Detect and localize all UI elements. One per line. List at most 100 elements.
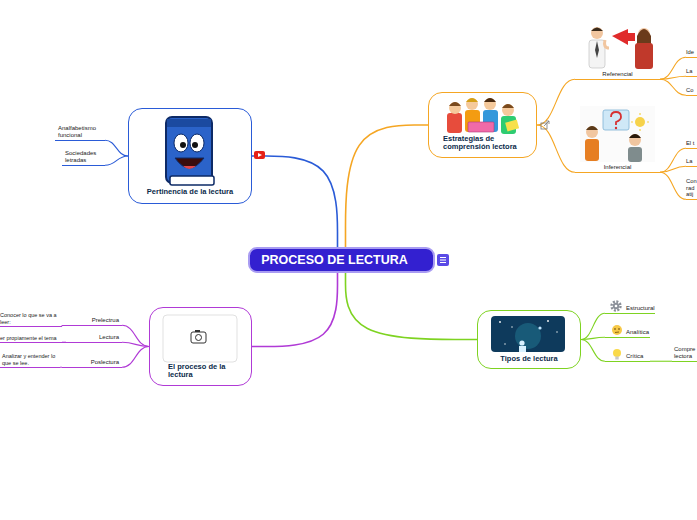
node-text: La <box>686 158 697 165</box>
subtopic: Con rad atij <box>686 172 697 200</box>
link-icon <box>544 121 549 126</box>
node-text: Analizar y entender lo que se lee. <box>2 353 60 366</box>
subtopic: Ide <box>686 48 697 58</box>
inferencial-illustration <box>629 134 641 146</box>
subtopic: La <box>686 157 697 167</box>
referencial-illustration <box>589 40 605 68</box>
video-icon <box>254 151 265 159</box>
branch-connector <box>252 156 338 247</box>
referencial-illustration <box>635 43 653 69</box>
thinking-emoji <box>614 328 616 330</box>
branch-connector <box>346 273 478 340</box>
gear-icon <box>612 302 621 311</box>
detail-topic: Conocer lo que se va a leer: <box>0 309 62 327</box>
node-text: Conocer lo que se va a leer: <box>0 312 62 325</box>
node-text: PROCESO DE LECTURA <box>261 253 408 267</box>
subtopic: Lectura <box>62 332 122 343</box>
branch-connector <box>581 340 605 362</box>
branch-connector <box>122 342 149 346</box>
branch-connector <box>252 273 338 347</box>
node-text: Con rad atij <box>686 178 697 198</box>
node-text: Referencial <box>575 71 660 78</box>
referencial-illustration <box>605 40 610 48</box>
referencial-illustration <box>637 29 651 44</box>
lightbulb-icon <box>613 349 621 360</box>
referencial-illustration <box>591 28 603 32</box>
subtopic: Analítica <box>605 326 650 338</box>
thinking-emoji <box>615 332 619 334</box>
subtopic: La <box>686 67 697 77</box>
branch-connector <box>122 325 149 346</box>
branch-connector <box>346 125 429 247</box>
node-text: Prelectrua <box>62 317 119 324</box>
referencial-illustration <box>627 33 635 41</box>
image-subtopic: Inferencial <box>575 103 660 173</box>
video-icon <box>254 151 265 159</box>
inferencial-illustration <box>580 106 655 162</box>
branch-connector <box>660 172 686 199</box>
branch-connector <box>537 79 575 125</box>
referencial-illustration <box>589 27 653 69</box>
referencial-illustration <box>595 41 599 58</box>
branch-connector <box>650 361 672 362</box>
lightbulb-icon <box>615 357 618 360</box>
branch-connector <box>122 347 149 368</box>
inferencial-illustration <box>615 127 617 129</box>
lightbulb-icon <box>613 349 621 357</box>
node-text: El t <box>686 140 697 147</box>
gear-icon <box>613 303 619 309</box>
node-text: Poslectura <box>62 359 119 366</box>
image-subtopic: Referencial <box>575 22 660 80</box>
node-text: Ide <box>686 49 697 56</box>
branch-connector <box>660 57 686 79</box>
menu-icon <box>437 254 449 266</box>
inferencial-illustration <box>631 113 649 131</box>
node-text: Estrategias de comprensión lectora <box>443 135 532 152</box>
central-topic: PROCESO DE LECTURA <box>248 247 435 273</box>
subtopic: Compre lectora <box>672 345 697 362</box>
subtopic: Crítica <box>605 350 650 362</box>
node-text: Analfabetismo funcional <box>58 125 105 139</box>
node-text: Tipos de lectura <box>482 355 576 364</box>
gear-icon <box>612 302 621 311</box>
subtopic: Estructural <box>605 302 655 314</box>
main-topic: Tipos de lectura <box>477 310 581 369</box>
menu-icon <box>440 260 446 261</box>
menu-icon <box>440 262 446 263</box>
node-text: Estructural <box>626 305 655 312</box>
branch-connector <box>660 76 686 79</box>
branch-connector <box>105 156 128 165</box>
main-topic: Estrategias de comprensión lectora <box>428 92 537 158</box>
node-text: Analítica <box>626 329 650 336</box>
main-topic: El proceso de la lectura <box>149 307 252 386</box>
inferencial-illustration <box>611 112 621 125</box>
branch-connector <box>660 148 686 172</box>
link-icon <box>541 121 549 129</box>
subtopic: Analfabetismo funcional <box>55 126 105 141</box>
branch-connector <box>660 79 686 95</box>
node-text: er propiamente el tema <box>0 335 66 341</box>
node-text: El proceso de la lectura <box>168 363 239 380</box>
node-text: Compre lectora <box>674 346 697 360</box>
inferencial-illustration <box>603 110 629 130</box>
detail-topic: Analizar y entender lo que se lee. <box>0 350 60 368</box>
menu-icon <box>440 257 446 258</box>
inferencial-illustration <box>580 106 655 162</box>
thinking-emoji <box>612 325 622 335</box>
subtopic: Poslectura <box>62 357 122 368</box>
subtopic: Prelectrua <box>62 315 122 326</box>
gear-icon <box>615 305 618 308</box>
referencial-illustration <box>638 28 650 40</box>
detail-topic: er propiamente el tema <box>0 333 66 343</box>
inferencial-illustration <box>635 117 645 127</box>
inferencial-illustration <box>586 126 598 130</box>
inferencial-illustration <box>585 139 599 161</box>
node-text: Inferencial <box>575 164 660 171</box>
video-icon <box>258 153 262 157</box>
node-text: Sociedades letradas <box>65 150 105 164</box>
node-text: Crítica <box>626 353 650 360</box>
inferencial-illustration <box>629 134 641 138</box>
branch-connector <box>581 313 605 339</box>
main-topic: Pertinencia de la lectura <box>128 108 252 204</box>
